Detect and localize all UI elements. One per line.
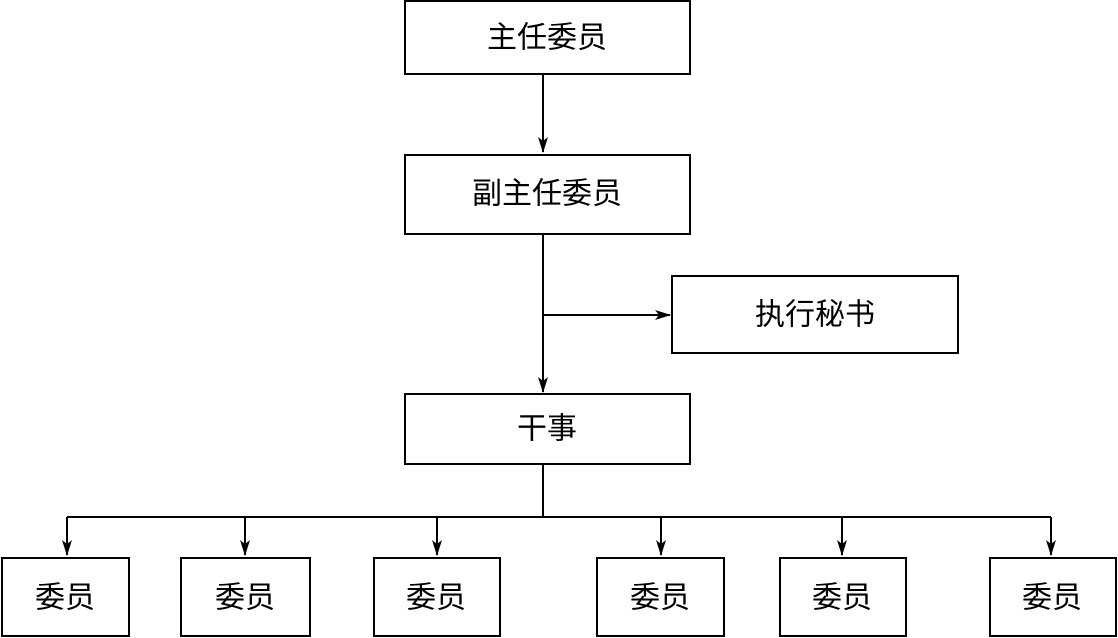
node-member-label: 委员 bbox=[812, 581, 872, 616]
node-member-label: 委员 bbox=[406, 581, 466, 616]
node-vice-chairman: 副主任委员 bbox=[404, 154, 691, 235]
node-member-label: 委员 bbox=[630, 581, 690, 616]
node-executive-secretary-label: 执行秘书 bbox=[755, 298, 875, 333]
node-member-1: 委员 bbox=[1, 557, 130, 637]
node-chairman-label: 主任委员 bbox=[487, 21, 607, 56]
node-member-2: 委员 bbox=[180, 557, 311, 637]
node-member-5: 委员 bbox=[779, 557, 907, 637]
node-member-4: 委员 bbox=[596, 557, 725, 637]
node-officer: 干事 bbox=[404, 393, 691, 465]
node-executive-secretary: 执行秘书 bbox=[671, 275, 959, 354]
node-vice-chairman-label: 副主任委员 bbox=[472, 177, 622, 212]
node-chairman: 主任委员 bbox=[404, 0, 691, 75]
node-member-3: 委员 bbox=[373, 557, 501, 637]
node-member-label: 委员 bbox=[1022, 581, 1082, 616]
node-member-6: 委员 bbox=[989, 557, 1117, 637]
node-member-label: 委员 bbox=[35, 581, 95, 616]
node-officer-label: 干事 bbox=[517, 412, 577, 447]
node-member-label: 委员 bbox=[215, 581, 275, 616]
